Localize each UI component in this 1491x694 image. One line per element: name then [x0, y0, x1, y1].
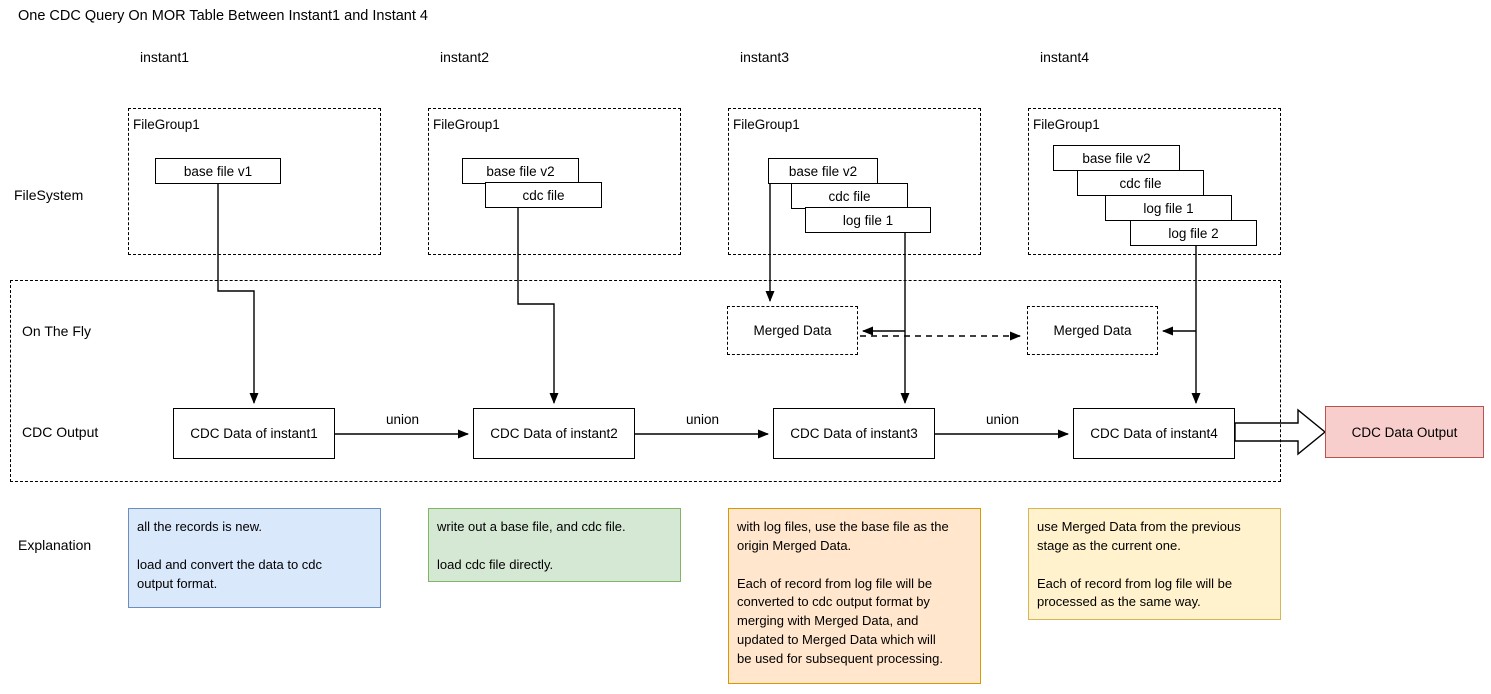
filegroup-instant2 [428, 108, 681, 255]
file-log-file-1[interactable]: log file 1 [1105, 195, 1232, 221]
column-label-instant4: instant4 [1040, 49, 1090, 65]
filegroup-instant3 [728, 108, 981, 255]
cdc-data-box-instant3[interactable]: CDC Data of instant3 [773, 408, 935, 459]
file-base-file-v2[interactable]: base file v2 [1053, 145, 1180, 171]
file-cdc-file[interactable]: cdc file [1077, 170, 1204, 196]
union-label-1: union [386, 412, 420, 427]
explanation-instant4: use Merged Data from the previous stage … [1028, 508, 1281, 620]
cdc-data-box-instant2[interactable]: CDC Data of instant2 [473, 408, 635, 459]
column-label-instant1: instant1 [140, 49, 190, 65]
file-base-file-v1[interactable]: base file v1 [155, 158, 281, 184]
merged-data-box-instant4[interactable]: Merged Data [1027, 306, 1158, 355]
explanation-instant2: write out a base file, and cdc file. loa… [428, 508, 681, 582]
cdc-data-box-instant1[interactable]: CDC Data of instant1 [173, 408, 335, 459]
union-label-2: union [686, 412, 720, 427]
file-cdc-file[interactable]: cdc file [485, 182, 602, 208]
column-label-instant2: instant2 [440, 49, 490, 65]
on-the-fly-cdc-container [10, 280, 1281, 482]
explanation-instant3: with log files, use the base file as the… [728, 508, 981, 684]
filegroup-label-instant4: FileGroup1 [1033, 117, 1100, 132]
union-label-3: union [986, 412, 1020, 427]
file-base-file-v2[interactable]: base file v2 [768, 158, 878, 184]
filegroup-label-instant3: FileGroup1 [733, 117, 800, 132]
filegroup-instant1 [128, 108, 381, 255]
explanation-instant1: all the records is new. load and convert… [128, 508, 381, 608]
row-label-on-the-fly: On The Fly [22, 323, 91, 339]
filegroup-label-instant2: FileGroup1 [433, 117, 500, 132]
cdc-data-box-instant4[interactable]: CDC Data of instant4 [1073, 408, 1235, 459]
filegroup-instant4 [1028, 108, 1281, 255]
row-label-cdc-output: CDC Output [22, 424, 99, 440]
column-label-instant3: instant3 [740, 49, 790, 65]
file-log-file-1[interactable]: log file 1 [805, 207, 931, 233]
file-log-file-2[interactable]: log file 2 [1130, 220, 1257, 246]
page-title: One CDC Query On MOR Table Between Insta… [18, 8, 428, 24]
row-label-explanation: Explanation [18, 537, 92, 553]
file-cdc-file[interactable]: cdc file [791, 183, 908, 209]
merged-data-box-instant3[interactable]: Merged Data [727, 306, 858, 355]
filegroup-label-instant1: FileGroup1 [133, 117, 200, 132]
file-base-file-v2[interactable]: base file v2 [462, 158, 579, 184]
cdc-data-output-box[interactable]: CDC Data Output [1325, 406, 1484, 458]
row-label-filesystem: FileSystem [14, 187, 84, 203]
